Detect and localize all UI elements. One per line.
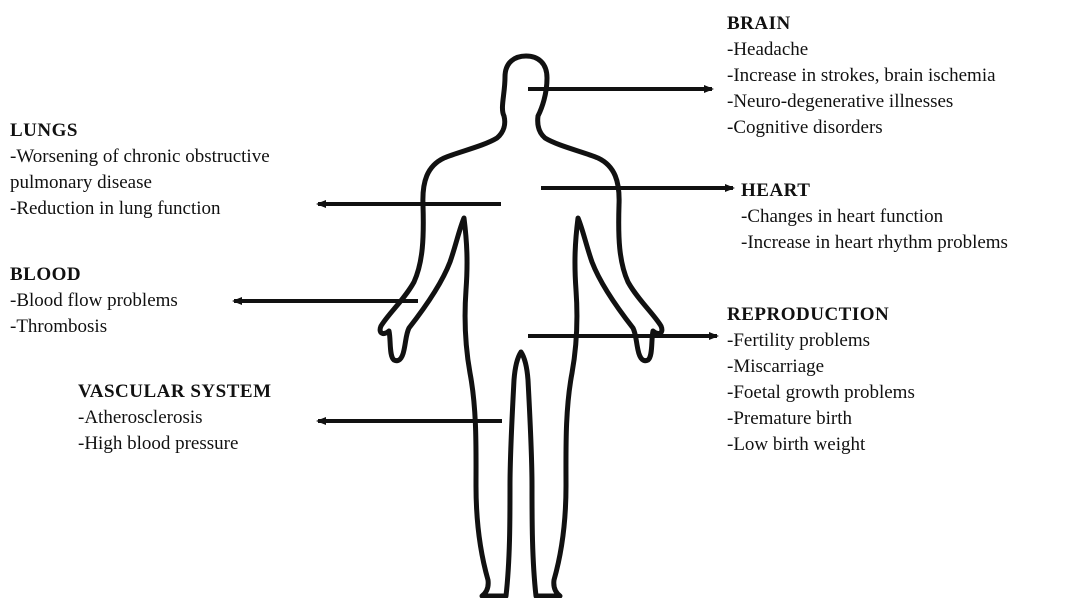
reproduction-item: -Fertility problems — [727, 328, 915, 354]
blood-title: BLOOD — [10, 262, 178, 288]
human-body-outline — [380, 56, 662, 596]
reproduction-label-group: REPRODUCTION -Fertility problems -Miscar… — [727, 302, 915, 458]
lungs-label-group: LUNGS -Worsening of chronic obstructive … — [10, 118, 270, 222]
heart-label-group: HEART -Changes in heart function -Increa… — [741, 178, 1008, 256]
reproduction-item: -Low birth weight — [727, 432, 915, 458]
brain-title: BRAIN — [727, 11, 996, 37]
blood-label-group: BLOOD -Blood flow problems -Thrombosis — [10, 262, 178, 340]
heart-title: HEART — [741, 178, 1008, 204]
lungs-item: pulmonary disease — [10, 170, 270, 196]
brain-item: -Headache — [727, 37, 996, 63]
reproduction-item: -Premature birth — [727, 406, 915, 432]
brain-item: -Increase in strokes, brain ischemia — [727, 63, 996, 89]
blood-item: -Thrombosis — [10, 314, 178, 340]
vascular-label-group: VASCULAR SYSTEM -Atherosclerosis -High b… — [78, 379, 272, 457]
vascular-item: -High blood pressure — [78, 431, 272, 457]
reproduction-item: -Miscarriage — [727, 354, 915, 380]
brain-label-group: BRAIN -Headache -Increase in strokes, br… — [727, 11, 996, 141]
heart-item: -Changes in heart function — [741, 204, 1008, 230]
lungs-item: -Reduction in lung function — [10, 196, 270, 222]
reproduction-title: REPRODUCTION — [727, 302, 915, 328]
blood-item: -Blood flow problems — [10, 288, 178, 314]
vascular-item: -Atherosclerosis — [78, 405, 272, 431]
reproduction-item: -Foetal growth problems — [727, 380, 915, 406]
brain-item: -Cognitive disorders — [727, 115, 996, 141]
brain-item: -Neuro-degenerative illnesses — [727, 89, 996, 115]
lungs-item: -Worsening of chronic obstructive — [10, 144, 270, 170]
vascular-title: VASCULAR SYSTEM — [78, 379, 272, 405]
heart-item: -Increase in heart rhythm problems — [741, 230, 1008, 256]
lungs-title: LUNGS — [10, 118, 270, 144]
